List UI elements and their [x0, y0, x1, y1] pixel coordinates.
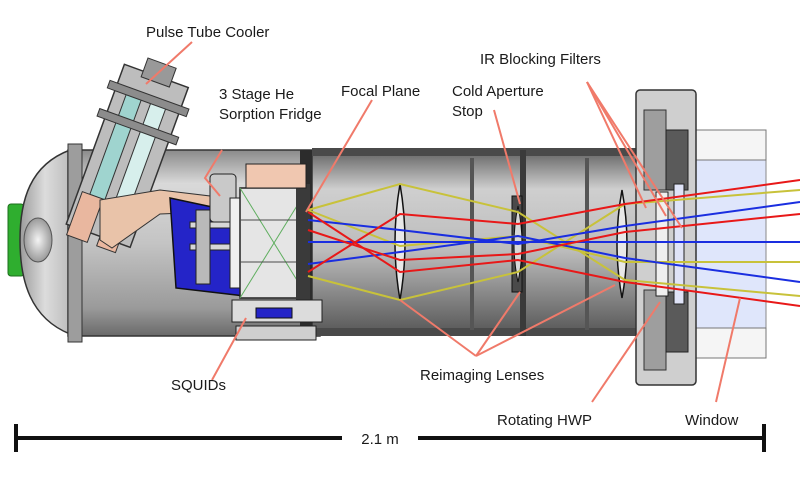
leader-lines: [145, 41, 741, 403]
hwp-flange: [635, 89, 697, 386]
label-window: Window: [685, 412, 739, 429]
label-squids: SQUIDs: [171, 377, 226, 394]
optical-rays: [307, 179, 800, 307]
label-fridge-line2: Sorption Fridge: [219, 106, 322, 123]
label-focal-plane: Focal Plane: [341, 83, 420, 100]
label-cold-stop-line2: Stop: [452, 103, 483, 120]
reimaging-lens-2: [616, 189, 628, 299]
label-pulse-tube-cooler: Pulse Tube Cooler: [146, 24, 269, 41]
squid-boards: [231, 299, 323, 341]
scale-bar-label: 2.1 m: [361, 431, 399, 448]
window-assembly: [695, 129, 767, 359]
label-reimaging-lenses: Reimaging Lenses: [420, 367, 544, 384]
focal-plane-assembly: [239, 163, 310, 302]
scale-bar: [14, 424, 766, 452]
label-ir-blocking-filters: IR Blocking Filters: [480, 51, 601, 68]
label-cold-stop-line1: Cold Aperture: [452, 83, 544, 100]
label-fridge-line1: 3 Stage He: [219, 86, 294, 103]
sorption-fridge: [169, 173, 246, 297]
label-rotating-hwp: Rotating HWP: [497, 412, 592, 429]
